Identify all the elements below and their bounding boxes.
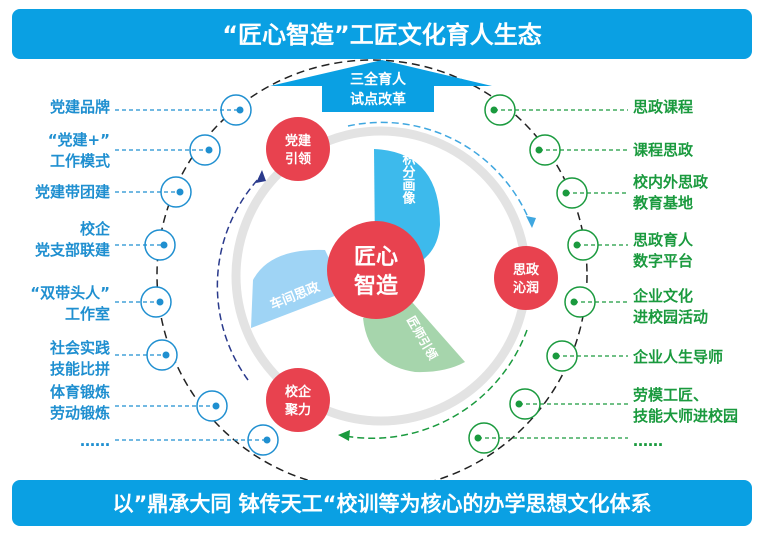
blue-arc-arrow: [347, 121, 531, 223]
arrow-text-1: 三全育人: [350, 71, 407, 88]
item-label: 校企: [80, 220, 111, 238]
center-text-1: 匠心: [354, 245, 398, 270]
item-label: ……: [80, 432, 110, 450]
left-item: “双带头人” 工作室: [30, 284, 172, 323]
svg-text:沁润: 沁润: [513, 280, 539, 296]
node-dot-icon: [236, 106, 244, 114]
item-label: 数字平台: [633, 252, 693, 270]
item-label: 思政育人: [633, 231, 694, 249]
node-dot-icon: [263, 436, 271, 444]
item-label: 党建带团建: [35, 183, 111, 201]
item-label: 技能比拼: [50, 360, 110, 378]
node-ring-icon: [196, 390, 228, 422]
left-item: 党建带团建: [35, 176, 192, 208]
svg-text:聚力: 聚力: [284, 402, 311, 418]
right-item: 企业人生导师: [546, 340, 723, 372]
item-label: 校内外思政: [633, 173, 709, 191]
item-label: 企业文化: [632, 287, 693, 305]
right-item: 思政课程: [484, 94, 693, 126]
header-banner: [12, 9, 752, 59]
item-label: 社会实践: [49, 339, 110, 357]
item-label: 劳模工匠、: [633, 386, 708, 404]
node-school-enterprise: 校企 聚力: [266, 368, 330, 432]
item-label: 党建品牌: [50, 98, 110, 116]
left-item: ……: [80, 424, 279, 456]
outer-dashed-ring: [156, 59, 588, 491]
item-label: 体育锻炼: [50, 383, 110, 401]
item-label: 教育基地: [632, 194, 693, 212]
node-ring-icon: [189, 134, 221, 166]
petal-workshop-ideology: [251, 249, 345, 328]
item-label: 课程思政: [633, 141, 694, 159]
navy-arc-arrow: [216, 174, 263, 381]
arrow-text-2: 试点改革: [350, 91, 406, 108]
item-label: 工作模式: [50, 152, 110, 170]
item-label: ……: [633, 432, 663, 450]
svg-text:思政: 思政: [513, 262, 540, 278]
item-label: 进校园活动: [633, 308, 708, 326]
svg-text:校企: 校企: [285, 384, 312, 400]
right-item: 课程思政: [529, 134, 694, 166]
footer-title: 以”鼎承大同 钵传天工“校训等为核心的办学思想文化体系: [113, 492, 652, 516]
left-item: 党建品牌: [50, 94, 252, 126]
petal-label-1: 积分画像: [400, 151, 416, 205]
item-label: 企业人生导师: [632, 348, 723, 366]
item-label: 劳动锻炼: [50, 404, 110, 422]
item-label: 工作室: [65, 305, 110, 323]
right-item: 劳模工匠、技能大师进校园: [509, 386, 738, 425]
green-arc-arrow: [344, 329, 528, 439]
item-label: “党建+”: [48, 131, 110, 149]
node-ideology-nourish: 思政 沁润: [494, 246, 558, 310]
center-text-2: 智造: [354, 273, 398, 299]
left-item: “党建+” 工作模式: [48, 131, 221, 170]
svg-text:引领: 引领: [285, 151, 311, 167]
node-ring-icon: [140, 286, 172, 318]
item-label: “双带头人”: [30, 284, 110, 302]
footer-banner: [12, 480, 752, 526]
header-title: “匠心智造”工匠文化育人生态: [222, 21, 542, 49]
petal-master-guidance: [363, 302, 465, 373]
item-label: 技能大师进校园: [633, 407, 738, 425]
item-label: 思政课程: [633, 98, 693, 116]
right-item: ……: [468, 422, 663, 454]
svg-text:党建: 党建: [285, 133, 311, 149]
item-label: 党支部联建: [35, 241, 111, 259]
node-party-guidance: 党建 引领: [266, 117, 330, 181]
center-circle: [327, 221, 425, 319]
node-dot-icon: [160, 241, 168, 249]
